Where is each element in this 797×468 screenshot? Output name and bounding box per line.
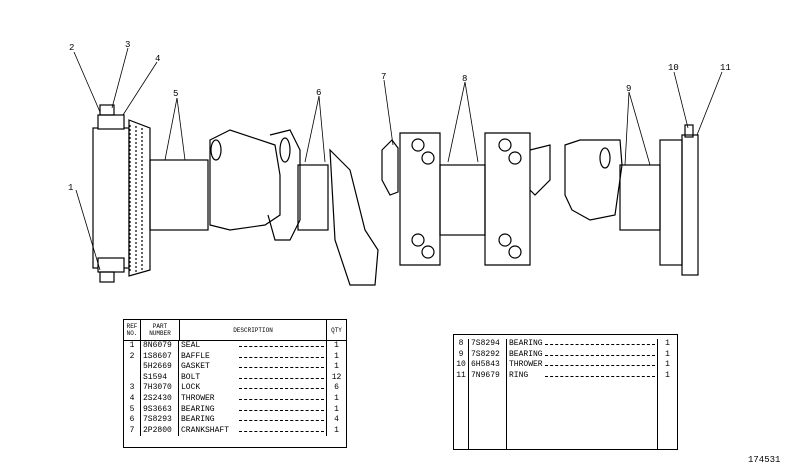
figure-number: 174531 — [748, 455, 781, 465]
qty-cell: 1 — [334, 351, 339, 361]
callout-label: 3 — [125, 40, 131, 50]
callout-leaders — [73, 47, 723, 271]
part-number-cell: 7S8293 — [141, 415, 179, 426]
callout-label: 5 — [173, 89, 179, 99]
description-cell: BEARING — [179, 415, 327, 426]
callout-label: 11 — [720, 63, 731, 73]
part-number-cell: 2S2430 — [141, 393, 179, 405]
qty-cell: 1 — [665, 349, 670, 359]
description-cell: BEARING — [507, 349, 658, 361]
callout-label: 8 — [462, 74, 468, 84]
part-number-cell: 9S3663 — [141, 404, 179, 416]
parts-table-header: REF NO. PART NUMBER DESCRIPTION QTY — [124, 320, 346, 341]
description-cell: CRANKSHAFT — [179, 425, 327, 437]
description-cell: LOCK — [179, 383, 327, 394]
crankshaft-front-section — [149, 129, 379, 286]
ref-cell: 7 — [124, 425, 141, 437]
part-number-cell: 8N6079 — [141, 341, 179, 352]
qty-cell: 4 — [334, 415, 339, 425]
header-part-number: PART NUMBER — [141, 320, 180, 340]
description-cell: BEARING — [179, 404, 327, 416]
callout-label: 9 — [626, 84, 632, 94]
column-divider — [506, 377, 507, 449]
ref-cell: 5 — [124, 404, 141, 416]
callout-label: 7 — [381, 72, 387, 82]
qty-cell: 6 — [334, 383, 339, 393]
ref-cell — [124, 362, 141, 373]
callout-label: 4 — [155, 54, 161, 64]
ref-cell: 9 — [454, 349, 469, 361]
description-cell: BAFFLE — [179, 351, 327, 363]
ref-cell — [124, 372, 141, 384]
qty-cell: 12 — [331, 372, 342, 382]
callout-label: 6 — [316, 88, 322, 98]
ref-cell: 8 — [454, 339, 469, 350]
part-number-cell: 7S8294 — [469, 339, 507, 350]
qty-cell: 1 — [665, 370, 670, 380]
qty-cell: 1 — [334, 425, 339, 435]
part-number-cell: 1S8607 — [141, 351, 179, 363]
description-cell: RING — [507, 370, 658, 382]
part-number-cell: 7N9679 — [469, 370, 507, 382]
crankshaft-rear-section — [564, 124, 699, 276]
description-cell: THROWER — [507, 360, 658, 371]
description-cell: SEAL — [179, 341, 327, 352]
header-ref-no: REF NO. — [124, 320, 141, 340]
description-cell: GASKET — [179, 362, 327, 373]
crankshaft-exploded-diagram — [73, 47, 723, 286]
callout-label: 2 — [69, 43, 75, 53]
ref-cell: 10 — [454, 360, 469, 371]
qty-cell: 1 — [334, 404, 339, 414]
qty-cell: 1 — [334, 393, 339, 403]
part-number-cell: 6H5843 — [469, 360, 507, 371]
ref-cell: 4 — [124, 393, 141, 405]
header-description: DESCRIPTION — [180, 320, 327, 340]
column-divider — [657, 377, 658, 449]
part-number-cell: 5H2669 — [141, 362, 179, 373]
front-gear-assembly — [92, 104, 151, 283]
qty-cell: 1 — [334, 341, 339, 350]
ref-cell: 2 — [124, 351, 141, 363]
ref-cell: 3 — [124, 383, 141, 394]
ref-cell: 6 — [124, 415, 141, 426]
description-cell: THROWER — [179, 393, 327, 405]
crankshaft-center-section — [381, 132, 551, 266]
description-cell: BOLT — [179, 372, 327, 384]
ref-cell: 1 — [124, 341, 141, 352]
callout-label: 1 — [68, 183, 74, 193]
qty-cell: 1 — [665, 339, 670, 348]
part-number-cell: S1594 — [141, 372, 179, 384]
column-divider — [468, 377, 469, 449]
ref-cell: 11 — [454, 370, 469, 382]
description-cell: BEARING — [507, 339, 658, 350]
callout-label: 10 — [668, 63, 679, 73]
part-number-cell: 2P2800 — [141, 425, 179, 437]
qty-cell: 1 — [665, 360, 670, 370]
qty-cell: 1 — [334, 362, 339, 372]
header-qty: QTY — [331, 326, 342, 334]
part-number-cell: 7H3070 — [141, 383, 179, 394]
part-number-cell: 7S8292 — [469, 349, 507, 361]
